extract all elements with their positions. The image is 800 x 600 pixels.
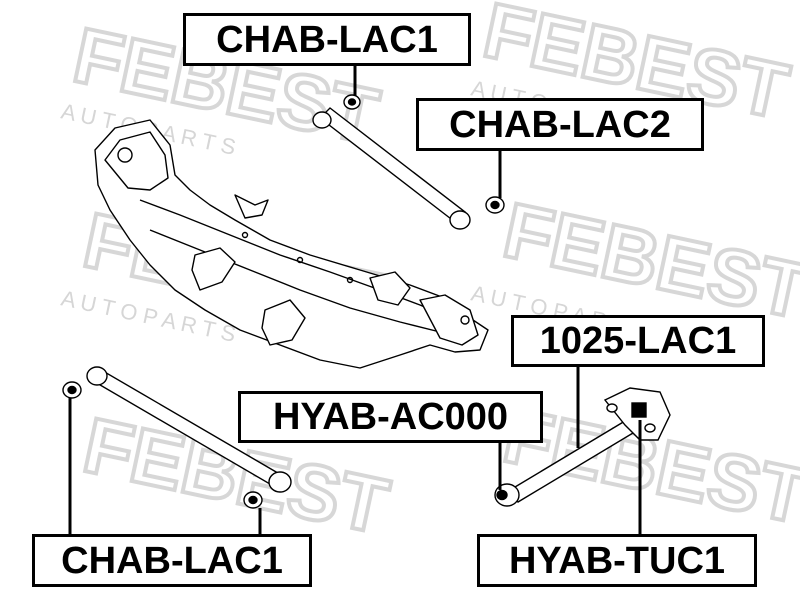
lower-lateral-arm <box>62 366 292 509</box>
leader-lines <box>68 64 642 537</box>
callout-1025-lac1: 1025-LAC1 <box>511 315 765 367</box>
callout-chab-lac1-top: CHAB-LAC1 <box>183 13 471 66</box>
callout-chab-lac2: CHAB-LAC2 <box>416 98 704 151</box>
callout-hyab-ac000: HYAB-AC000 <box>238 391 543 443</box>
upper-lateral-arm <box>312 94 505 230</box>
trailing-arm <box>494 387 671 507</box>
subframe-drawing <box>94 119 489 369</box>
callout-hyab-tuc1: HYAB-TUC1 <box>477 534 757 587</box>
callout-chab-lac1-bottom: CHAB-LAC1 <box>32 534 312 587</box>
